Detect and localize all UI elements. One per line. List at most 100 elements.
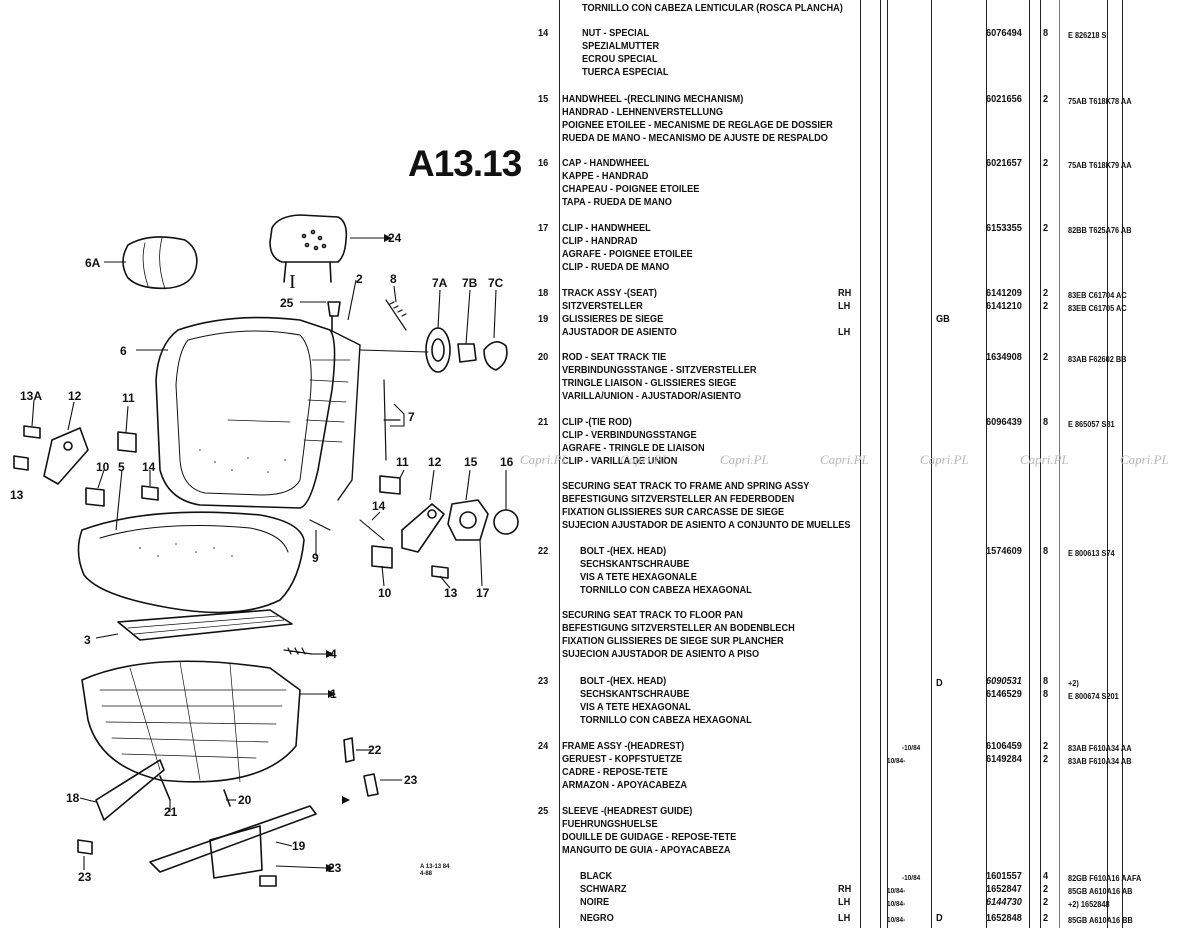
engineering-number: 75AB T618K79 AA xyxy=(1068,161,1132,170)
part-description: BOLT -(HEX. HEAD) xyxy=(580,546,667,557)
part-number: 6090531 xyxy=(986,676,1022,687)
section-heading: BEFESTIGUNG SITZVERSTELLER AN BODENBLECH xyxy=(562,623,795,634)
engineering-number: 83AB F62602 BB xyxy=(1068,355,1127,364)
part-description: CLIP - VARILLA DE UNION xyxy=(562,456,678,467)
side-code: LH xyxy=(838,301,851,312)
color-name: NOIRE xyxy=(580,897,610,908)
seat-back-drawing xyxy=(155,316,336,509)
part-description: SITZVERSTELLER xyxy=(562,301,643,312)
part-description: VIS A TETE HEXAGONAL xyxy=(580,702,691,713)
part-description: HANDRAD - LEHNENVERSTELLUNG xyxy=(562,107,723,118)
seat-cushion-drawing xyxy=(77,511,305,614)
drawing-code-line: 4-88 xyxy=(420,871,433,877)
item-number: 25 xyxy=(538,806,549,817)
part-description: AJUSTADOR DE ASIENTO xyxy=(562,327,677,338)
part-number: 6021657 xyxy=(986,158,1022,169)
side-code: RH xyxy=(838,884,852,895)
column-divider xyxy=(559,0,560,928)
column-divider xyxy=(1029,0,1030,928)
callout-14: 14 xyxy=(142,460,156,474)
part-description: FUEHRUNGSHUELSE xyxy=(562,819,658,830)
part-number: 6153355 xyxy=(986,223,1022,234)
part-description: VERBINDUNGSSTANGE - SITZVERSTELLER xyxy=(562,365,757,376)
engineering-number: E 826218 S xyxy=(1068,31,1107,40)
right-fittings-drawing xyxy=(309,475,519,579)
callout-24: 24 xyxy=(388,231,402,245)
callout-3: 3 xyxy=(84,633,91,647)
callout-13a: 13A xyxy=(20,389,43,403)
section-heading: FIXATION GLISSIERES SUR CARCASSE DE SIEG… xyxy=(562,507,785,518)
quantity: 2 xyxy=(1043,158,1049,169)
part-description: SECHSKANTSCHRAUBE xyxy=(580,559,690,570)
watermark: Capri.PL xyxy=(1120,452,1169,467)
quantity: 2 xyxy=(1043,741,1049,752)
color-name: BLACK xyxy=(580,871,613,882)
callout-4: 4 xyxy=(330,647,337,661)
engineering-number: +2) xyxy=(1068,679,1079,688)
quantity: 2 xyxy=(1043,94,1049,105)
item-number: 14 xyxy=(538,28,549,39)
part-number: 6096439 xyxy=(986,417,1022,428)
engineering-number: 82BB T625A76 AB xyxy=(1068,226,1132,235)
part-description: KAPPE - HANDRAD xyxy=(562,171,649,182)
part-description: TRINGLE LIAISON - GLISSIERES SIEGE xyxy=(562,378,737,389)
date-range: 10/84- xyxy=(887,758,906,765)
market-code: D xyxy=(936,678,943,689)
part-description: CADRE - REPOSE-TETE xyxy=(562,767,668,778)
callout-1: 1 xyxy=(330,687,337,701)
watermark: Capri.PL xyxy=(520,452,569,467)
callout-13: 13 xyxy=(10,488,24,502)
part-description: BOLT -(HEX. HEAD) xyxy=(580,676,667,687)
section-heading: SUJECION AJUSTADOR DE ASIENTO A PISO xyxy=(562,649,760,660)
watermark: Capri.PL xyxy=(1020,452,1069,467)
parts-table: TORNILLO CON CABEZA LENTICULAR (ROSCA PL… xyxy=(530,0,1200,928)
market-code: GB xyxy=(936,314,950,325)
quantity: 8 xyxy=(1043,417,1049,428)
part-number: 6076494 xyxy=(986,28,1022,39)
quantity: 4 xyxy=(1043,871,1049,882)
engineering-number: E 800674 S201 xyxy=(1068,692,1119,701)
part-description: VIS A TETE HEXAGONALE xyxy=(580,572,697,583)
part-description: VARILLA/UNION - AJUSTADOR/ASIENTO xyxy=(562,391,742,402)
part-description: CLIP - VERBINDUNGSSTANGE xyxy=(562,430,697,441)
part-description: DOUILLE DE GUIDAGE - REPOSE-TETE xyxy=(562,832,737,843)
callout-12: 12 xyxy=(68,389,82,403)
callout-23: 23 xyxy=(404,773,418,787)
callout-20: 20 xyxy=(238,793,252,807)
item-number: 16 xyxy=(538,158,549,169)
part-number: 1574609 xyxy=(986,546,1022,557)
callout-6a: 6A xyxy=(85,256,101,270)
callout-19: 19 xyxy=(292,839,306,853)
part-description: RUEDA DE MANO - MECANISMO DE AJUSTE DE R… xyxy=(562,133,828,144)
watermark: Capri.PL xyxy=(820,452,869,467)
part-description: GERUEST - KOPFSTUETZE xyxy=(562,754,683,765)
engineering-number: 83AB F610A34 AA xyxy=(1068,744,1132,753)
seat-tracks-drawing xyxy=(95,759,317,879)
seat-drawing xyxy=(13,214,519,887)
drawing-code: A 13-13 84 4-88 xyxy=(420,864,449,878)
part-description: ROD - SEAT TRACK TIE xyxy=(562,352,667,363)
drawing-code-line: A 13-13 84 xyxy=(420,864,450,870)
callout-13: 13 xyxy=(444,586,458,600)
section-heading: SECURING SEAT TRACK TO FLOOR PAN xyxy=(562,610,743,621)
engineering-number: 85GB A610A16 BB xyxy=(1068,916,1133,925)
column-divider xyxy=(986,0,987,928)
headrest-pad-drawing xyxy=(122,236,198,290)
callout-7: 7 xyxy=(408,410,415,424)
engineering-number: 83AB F610A34 AB xyxy=(1068,757,1132,766)
section-heading: SECURING SEAT TRACK TO FRAME AND SPRING … xyxy=(562,481,810,492)
section-title: A13.13 xyxy=(408,143,522,184)
engineering-number: 82GB F610A16 AAFA xyxy=(1068,874,1142,883)
callout-23: 23 xyxy=(328,861,342,875)
quantity: 2 xyxy=(1043,288,1049,299)
engineering-number: 83EB C61705 AC xyxy=(1068,304,1127,313)
part-number: 6149284 xyxy=(986,754,1022,765)
column-divider xyxy=(1122,0,1123,928)
part-description: POIGNEE ETOILEE - MECANISME DE REGLAGE D… xyxy=(562,120,833,131)
part-number: 6141209 xyxy=(986,288,1022,299)
part-description: CLIP - HANDWHEEL xyxy=(562,223,651,234)
quantity: 8 xyxy=(1043,689,1049,700)
quantity: 2 xyxy=(1043,897,1049,908)
callout-22: 22 xyxy=(368,743,382,757)
part-number: 1652848 xyxy=(986,913,1022,924)
